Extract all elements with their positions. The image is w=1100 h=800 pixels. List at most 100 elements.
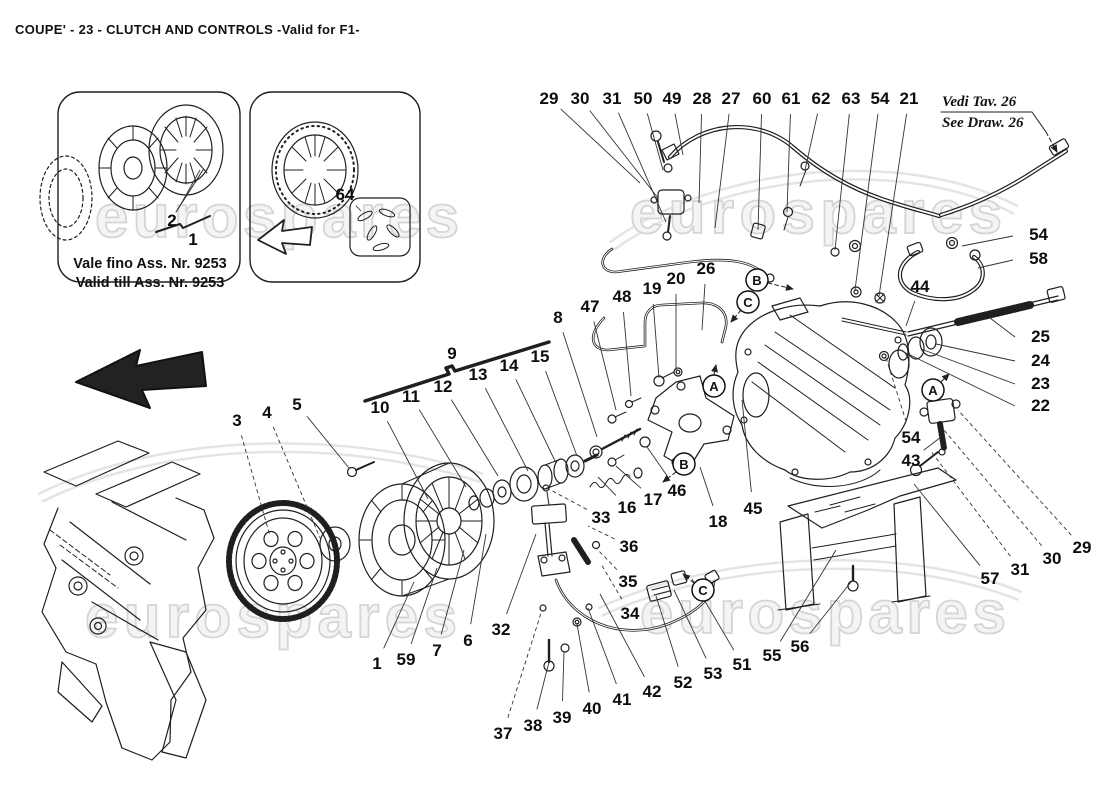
callout-55[interactable]: 55 [763,646,782,665]
callout-51[interactable]: 51 [733,655,752,674]
callout-34[interactable]: 34 [621,604,640,623]
leader-line-31 [929,449,1011,557]
callout-59[interactable]: 59 [397,650,416,669]
callout-31[interactable]: 31 [1011,560,1030,579]
callout-17[interactable]: 17 [644,490,663,509]
leader-line-62 [804,113,818,171]
callout-39[interactable]: 39 [553,708,572,727]
leader-line-54 [854,113,879,291]
callout-48[interactable]: 48 [613,287,632,306]
callout-3[interactable]: 3 [232,411,241,430]
callout-8[interactable]: 8 [553,308,562,327]
shaft-spring-drawing [878,286,1066,477]
callout-20[interactable]: 20 [667,269,686,288]
leader-line-35 [596,548,618,570]
leader-line-55 [779,549,837,642]
support-stand-drawing [777,467,957,611]
static-text-layer: COUPE' - 23 - CLUTCH AND CONTROLS -Valid… [15,22,1024,291]
clutch-pack-drawing [358,462,495,597]
clutch-fork-drawing [639,375,735,471]
leader-line-8 [562,332,598,438]
callout-16[interactable]: 16 [618,498,637,517]
callout-6[interactable]: 6 [463,631,472,650]
callout-12[interactable]: 12 [434,377,453,396]
callout-30[interactable]: 30 [571,89,590,108]
callout-22[interactable]: 22 [1031,396,1050,415]
callout-36[interactable]: 36 [620,537,639,556]
callout-14[interactable]: 14 [500,356,519,375]
callout-4[interactable]: 4 [262,403,272,422]
callout-62[interactable]: 62 [812,89,831,108]
callout-64[interactable]: 64 [336,185,355,204]
callout-60[interactable]: 60 [753,89,772,108]
leader-line-5 [306,416,350,469]
leader-line-3 [240,435,271,537]
callout-37[interactable]: 37 [494,724,513,743]
leader-line-44 [905,300,916,327]
callout-24[interactable]: 24 [1031,351,1050,370]
reference-leader [940,111,1058,153]
callout-42[interactable]: 42 [643,682,662,701]
callout-54[interactable]: 54 [871,89,890,108]
callout-27[interactable]: 27 [722,89,741,108]
callout-47[interactable]: 47 [581,297,600,316]
callout-58[interactable]: 58 [1029,249,1048,268]
callout-19[interactable]: 19 [643,279,662,298]
circled-letter-C: C [691,578,715,602]
inset-note-line1: Vale fino Ass. Nr. 9253 [73,256,226,272]
callout-54[interactable]: 54 [902,428,921,447]
callout-5[interactable]: 5 [292,395,301,414]
callout-10[interactable]: 10 [371,398,390,417]
callout-7[interactable]: 7 [432,641,441,660]
watermark-layer: eurospares eurospares eurospares eurospa… [37,169,1023,651]
callout-13[interactable]: 13 [469,365,488,384]
callout-18[interactable]: 18 [709,512,728,531]
callout-2[interactable]: 2 [167,211,176,230]
leader-line-46 [646,446,669,478]
callout-1[interactable]: 1 [188,230,197,249]
callout-54[interactable]: 54 [1029,225,1048,244]
callout-41[interactable]: 41 [613,690,632,709]
svg-text:A: A [928,383,938,398]
callout-23[interactable]: 23 [1031,374,1050,393]
callout-40[interactable]: 40 [583,699,602,718]
callout-57[interactable]: 57 [981,569,1000,588]
callout-28[interactable]: 28 [693,89,712,108]
callout-9[interactable]: 9 [447,344,456,363]
callout-21[interactable]: 21 [900,89,919,108]
leader-line-32 [506,533,537,615]
callout-43[interactable]: 43 [902,451,921,470]
callout-31[interactable]: 31 [603,89,622,108]
callout-45[interactable]: 45 [744,499,763,518]
release-linkage-drawing [530,484,720,672]
callout-63[interactable]: 63 [842,89,861,108]
callout-32[interactable]: 32 [492,620,511,639]
callout-33[interactable]: 33 [592,508,611,527]
bracket-lines [363,340,551,403]
leader-line-4 [272,426,321,539]
callout-25[interactable]: 25 [1031,327,1050,346]
callout-38[interactable]: 38 [524,716,543,735]
callout-15[interactable]: 15 [531,347,550,366]
callout-49[interactable]: 49 [663,89,682,108]
callout-11[interactable]: 11 [402,387,420,406]
callout-46[interactable]: 46 [668,481,687,500]
callout-61[interactable]: 61 [782,89,801,108]
callout-29[interactable]: 29 [1073,538,1092,557]
callout-35[interactable]: 35 [619,572,638,591]
callout-52[interactable]: 52 [674,673,693,692]
circled-letter-A: A [702,374,726,398]
callout-29[interactable]: 29 [540,89,559,108]
callout-50[interactable]: 50 [634,89,653,108]
callout-53[interactable]: 53 [704,664,723,683]
callout-56[interactable]: 56 [791,637,810,656]
leader-line-49 [674,113,684,156]
callout-44[interactable]: 44 [911,277,930,296]
callout-26[interactable]: 26 [697,259,716,278]
leader-line-24 [935,343,1016,362]
leader-line-27 [714,113,730,229]
callout-30[interactable]: 30 [1043,549,1062,568]
callout-1[interactable]: 1 [372,654,381,673]
